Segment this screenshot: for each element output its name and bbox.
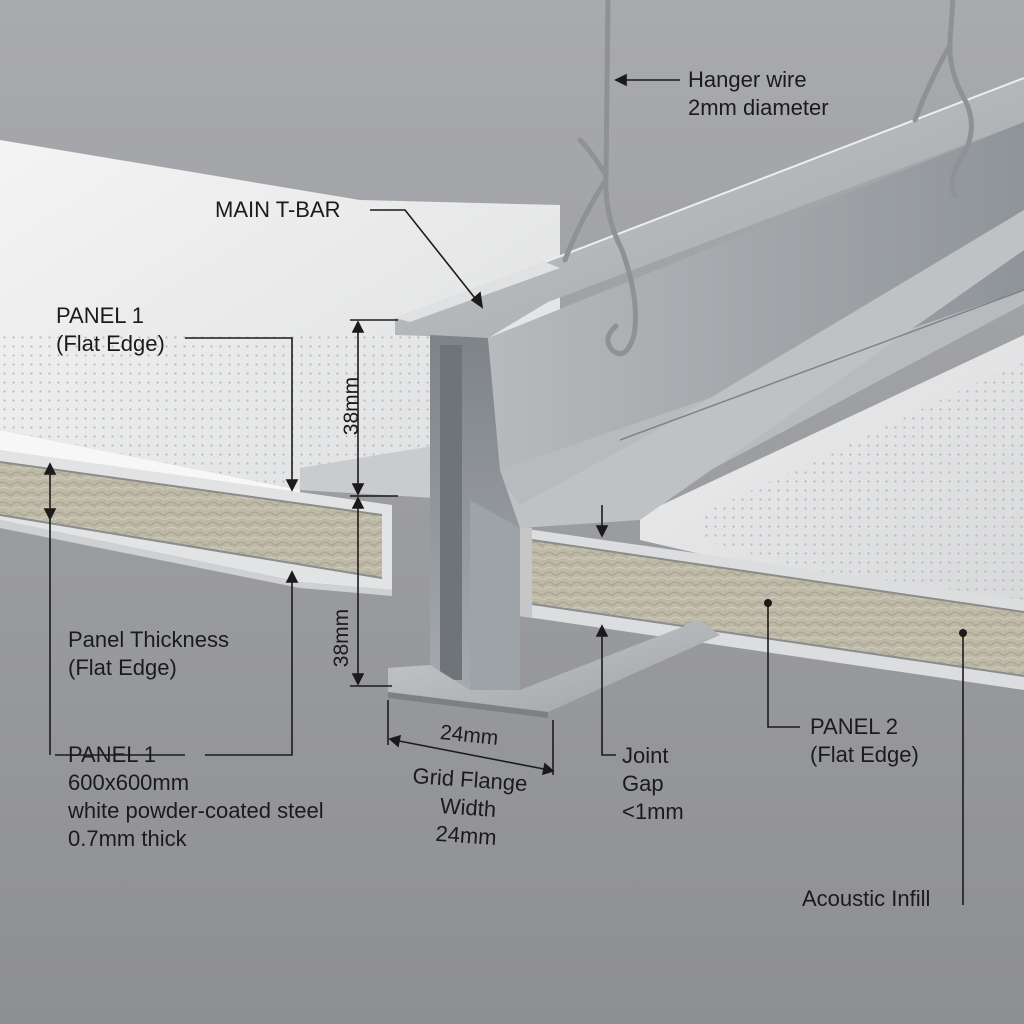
panel-1-top-label-line1: PANEL 1	[56, 303, 145, 328]
panel-1-spec-line4: 0.7mm thick	[68, 826, 187, 851]
main-tbar-label: MAIN T-BAR	[215, 197, 341, 222]
hanger-wire-label-line1: Hanger wire	[688, 67, 807, 92]
joint-gap-label-line2: Gap	[622, 771, 664, 796]
acoustic-infill-label: Acoustic Infill	[802, 886, 931, 911]
panel-thickness-label-line2: (Flat Edge)	[68, 655, 177, 680]
hanger-wire-1	[562, 0, 638, 357]
panel-2-label: PANEL 2 (Flat Edge)	[810, 713, 919, 769]
panel-2-infill	[532, 540, 1024, 676]
panel-1-spec-label: PANEL 1 600x600mm white powder-coated st…	[68, 741, 324, 853]
panel-2-label-line2: (Flat Edge)	[810, 742, 919, 767]
joint-gap-label-line1: Joint	[622, 743, 669, 768]
panel-1-top-label: PANEL 1 (Flat Edge)	[56, 302, 165, 358]
annotation-lines	[43, 73, 967, 905]
hanger-wire-label-line2: 2mm diameter	[688, 95, 829, 120]
height-upper-dimension: 38mm	[340, 376, 363, 436]
panel-1-spec-line3: white powder-coated steel	[68, 798, 324, 823]
hanger-wire-label: Hanger wire 2mm diameter	[688, 66, 829, 122]
flange-width-dimension: 24mm	[439, 721, 500, 750]
joint-gap-label: Joint Gap <1mm	[622, 742, 684, 826]
height-lower-dimension: 38mm	[330, 608, 353, 668]
panel-thickness-label: Panel Thickness (Flat Edge)	[68, 626, 229, 682]
panel-1-infill	[0, 462, 382, 578]
panel-2-label-line1: PANEL 2	[810, 714, 899, 739]
panel-thickness-label-line1: Panel Thickness	[68, 627, 230, 652]
panel-1-top-label-line2: (Flat Edge)	[56, 331, 165, 356]
joint-gap-label-line3: <1mm	[622, 799, 684, 824]
grid-flange-label: Grid Flange Width 24mm	[395, 761, 541, 855]
panel-1-spec-line2: 600x600mm	[68, 770, 190, 795]
main-tbar	[300, 77, 1024, 718]
hanger-wire-2	[912, 0, 974, 198]
panel-2	[518, 335, 1024, 690]
panel-1-spec-line1: PANEL 1	[68, 742, 157, 767]
